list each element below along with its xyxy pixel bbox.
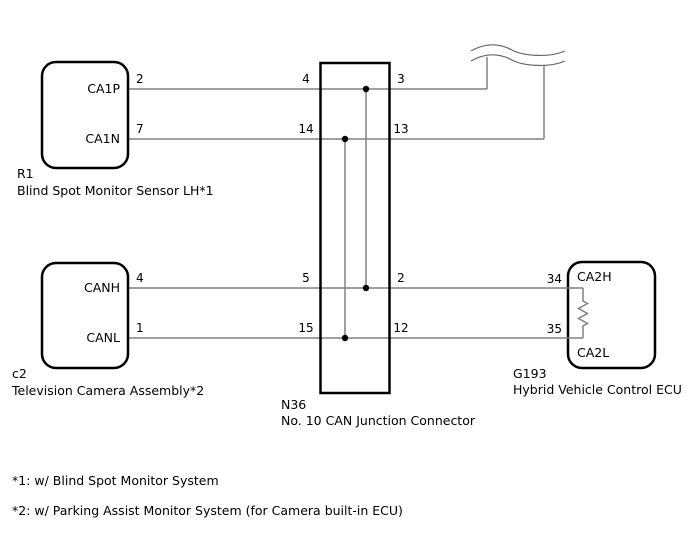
pin-number-n36-right-12: 12 bbox=[393, 321, 408, 335]
pin-name-ca1n: CA1N bbox=[85, 131, 120, 146]
pin-number-n36-left-14: 14 bbox=[298, 122, 313, 136]
pin-number-n36-left-4: 4 bbox=[302, 72, 310, 86]
pin-number-n36-left-5: 5 bbox=[302, 271, 310, 285]
caption-g193-label: Hybrid Vehicle Control ECU bbox=[513, 382, 682, 397]
footnote-1: *1: w/ Blind Spot Monitor System bbox=[12, 473, 219, 488]
pin-number-r1-7: 7 bbox=[136, 122, 144, 136]
pin-name-ca1p: CA1P bbox=[87, 81, 120, 96]
caption-r1-label: Blind Spot Monitor Sensor LH*1 bbox=[17, 183, 214, 198]
pin-number-c2-4: 4 bbox=[136, 271, 144, 285]
connector-c2-box bbox=[40, 261, 130, 370]
pin-name-ca2h: CA2H bbox=[577, 269, 612, 284]
caption-n36-code: N36 bbox=[281, 397, 306, 412]
pin-number-r1-2: 2 bbox=[136, 72, 144, 86]
pin-number-c2-1: 1 bbox=[136, 321, 144, 335]
caption-c2-label: Television Camera Assembly*2 bbox=[11, 383, 204, 398]
pin-number-g193-35: 35 bbox=[547, 322, 562, 336]
junction-dot bbox=[362, 85, 370, 93]
wire-group bbox=[128, 57, 590, 339]
pin-number-g193-34: 34 bbox=[547, 272, 562, 286]
connector-n36-box bbox=[319, 61, 391, 395]
wire-break-wave-top bbox=[470, 44, 566, 56]
wire-break-symbol bbox=[470, 44, 566, 66]
caption-r1-code: R1 bbox=[17, 166, 34, 181]
pin-number-n36-right-13: 13 bbox=[393, 122, 408, 136]
caption-g193-code: G193 bbox=[513, 366, 547, 381]
junction-dots bbox=[341, 85, 370, 342]
pin-name-canl: CANL bbox=[86, 330, 120, 345]
termination-resistor bbox=[576, 288, 590, 338]
wire-break-wave-bottom bbox=[470, 54, 566, 66]
junction-dot bbox=[341, 135, 349, 143]
caption-c2-code: c2 bbox=[12, 366, 27, 381]
connector-r1-box bbox=[40, 60, 130, 170]
pin-number-n36-right-3: 3 bbox=[397, 72, 405, 86]
connector-g193-box bbox=[566, 260, 657, 370]
junction-dot bbox=[341, 334, 349, 342]
pin-number-n36-left-15: 15 bbox=[298, 321, 313, 335]
pin-name-canh: CANH bbox=[84, 280, 120, 295]
pin-name-ca2l: CA2L bbox=[577, 345, 609, 360]
junction-dot bbox=[362, 284, 370, 292]
pin-number-n36-right-2: 2 bbox=[397, 271, 405, 285]
footnote-2: *2: w/ Parking Assist Monitor System (fo… bbox=[12, 503, 403, 518]
caption-n36-label: No. 10 CAN Junction Connector bbox=[281, 413, 476, 428]
